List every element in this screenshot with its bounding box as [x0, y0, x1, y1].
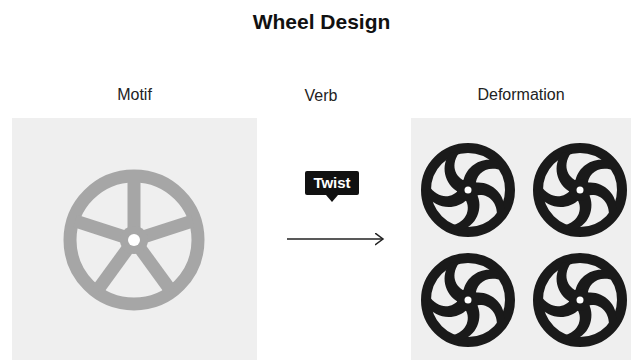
- plain-wheel: [70, 176, 198, 304]
- twisted-wheel: [535, 147, 622, 233]
- panel-heading: Deformation: [411, 85, 631, 105]
- column-heading: Verb: [305, 86, 338, 106]
- deformation-panel: [411, 118, 631, 360]
- verb-tag: Twist: [305, 171, 358, 195]
- twisted-wheel: [423, 147, 510, 233]
- twisted-wheel: [535, 257, 622, 343]
- arrow-connector: [287, 238, 383, 240]
- panel-heading: Motif: [12, 85, 257, 105]
- image-panel: Deformation: [411, 118, 631, 360]
- image-panel: Motif: [12, 118, 257, 360]
- diagram-title: Wheel Design: [0, 9, 643, 35]
- twisted-wheel: [423, 257, 510, 343]
- motif-panel: [12, 118, 257, 360]
